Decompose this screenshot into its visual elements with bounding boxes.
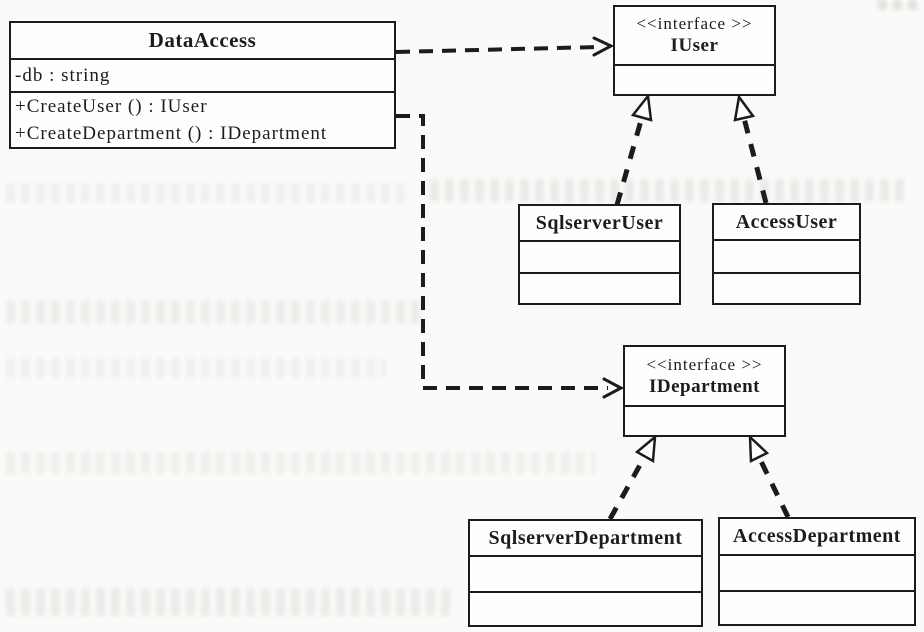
class-name-accessuser: AccessUser	[735, 210, 838, 233]
empty-methods-compartment	[470, 591, 701, 625]
class-box-accessdepartment: AccessDepartment	[718, 517, 916, 626]
empty-methods-compartment	[714, 272, 859, 303]
class-title-compartment: SqlserverDepartment	[470, 521, 701, 555]
stereotype-label: <<interface >>	[636, 14, 753, 33]
empty-attributes-compartment	[714, 239, 859, 272]
empty-compartment	[625, 405, 784, 435]
realization-arrow-accessuser-to-iuser	[733, 93, 769, 204]
realization-arrow-sqlserveruser-to-iuser	[614, 92, 653, 206]
interface-title-compartment: <<interface >> IUser	[615, 7, 774, 64]
class-name-dataaccess: DataAccess	[148, 28, 257, 53]
interface-box-iuser: <<interface >> IUser	[613, 5, 776, 96]
dependency-arrow-dataaccess-to-iuser	[395, 36, 615, 57]
class-title-compartment: DataAccess	[11, 23, 394, 58]
empty-methods-compartment	[520, 272, 679, 303]
empty-compartment	[615, 64, 774, 94]
class-title-compartment: AccessUser	[714, 205, 859, 239]
empty-methods-compartment	[720, 590, 914, 624]
stereotype-label: <<interface >>	[646, 354, 763, 374]
attributes-compartment: -db : string	[11, 58, 394, 91]
dependency-arrow-dataaccess-to-idepartment	[396, 114, 625, 399]
empty-attributes-compartment	[520, 240, 679, 272]
attribute-db: -db : string	[15, 64, 111, 86]
realization-arrow-accessdepartment-to-idepartment	[748, 433, 791, 519]
class-box-sqlserveruser: SqlserverUser	[518, 204, 681, 305]
class-box-sqlserverdepartment: SqlserverDepartment	[468, 519, 703, 627]
empty-attributes-compartment	[470, 555, 701, 591]
class-name-sqlserverdepartment: SqlserverDepartment	[488, 526, 683, 549]
empty-attributes-compartment	[720, 554, 914, 590]
interface-title-compartment: <<interface >> IDepartment	[625, 347, 784, 405]
methods-compartment: +CreateUser () : IUser +CreateDepartment…	[11, 91, 394, 147]
method-createuser: +CreateUser () : IUser	[15, 96, 208, 117]
class-box-accessuser: AccessUser	[712, 203, 861, 305]
class-name-sqlserveruser: SqlserverUser	[535, 211, 664, 234]
interface-box-idepartment: <<interface >> IDepartment	[623, 345, 786, 437]
class-box-dataaccess: DataAccess -db : string +CreateUser () :…	[9, 21, 396, 149]
interface-name-iuser: IUser	[670, 35, 719, 57]
interface-name-idepartment: IDepartment	[648, 375, 761, 397]
method-createdepartment: +CreateDepartment () : IDepartment	[15, 123, 328, 144]
class-title-compartment: AccessDepartment	[720, 519, 914, 554]
class-title-compartment: SqlserverUser	[520, 206, 679, 240]
realization-arrow-sqlserverdepartment-to-idepartment	[607, 434, 657, 521]
class-name-accessdepartment: AccessDepartment	[733, 525, 901, 547]
